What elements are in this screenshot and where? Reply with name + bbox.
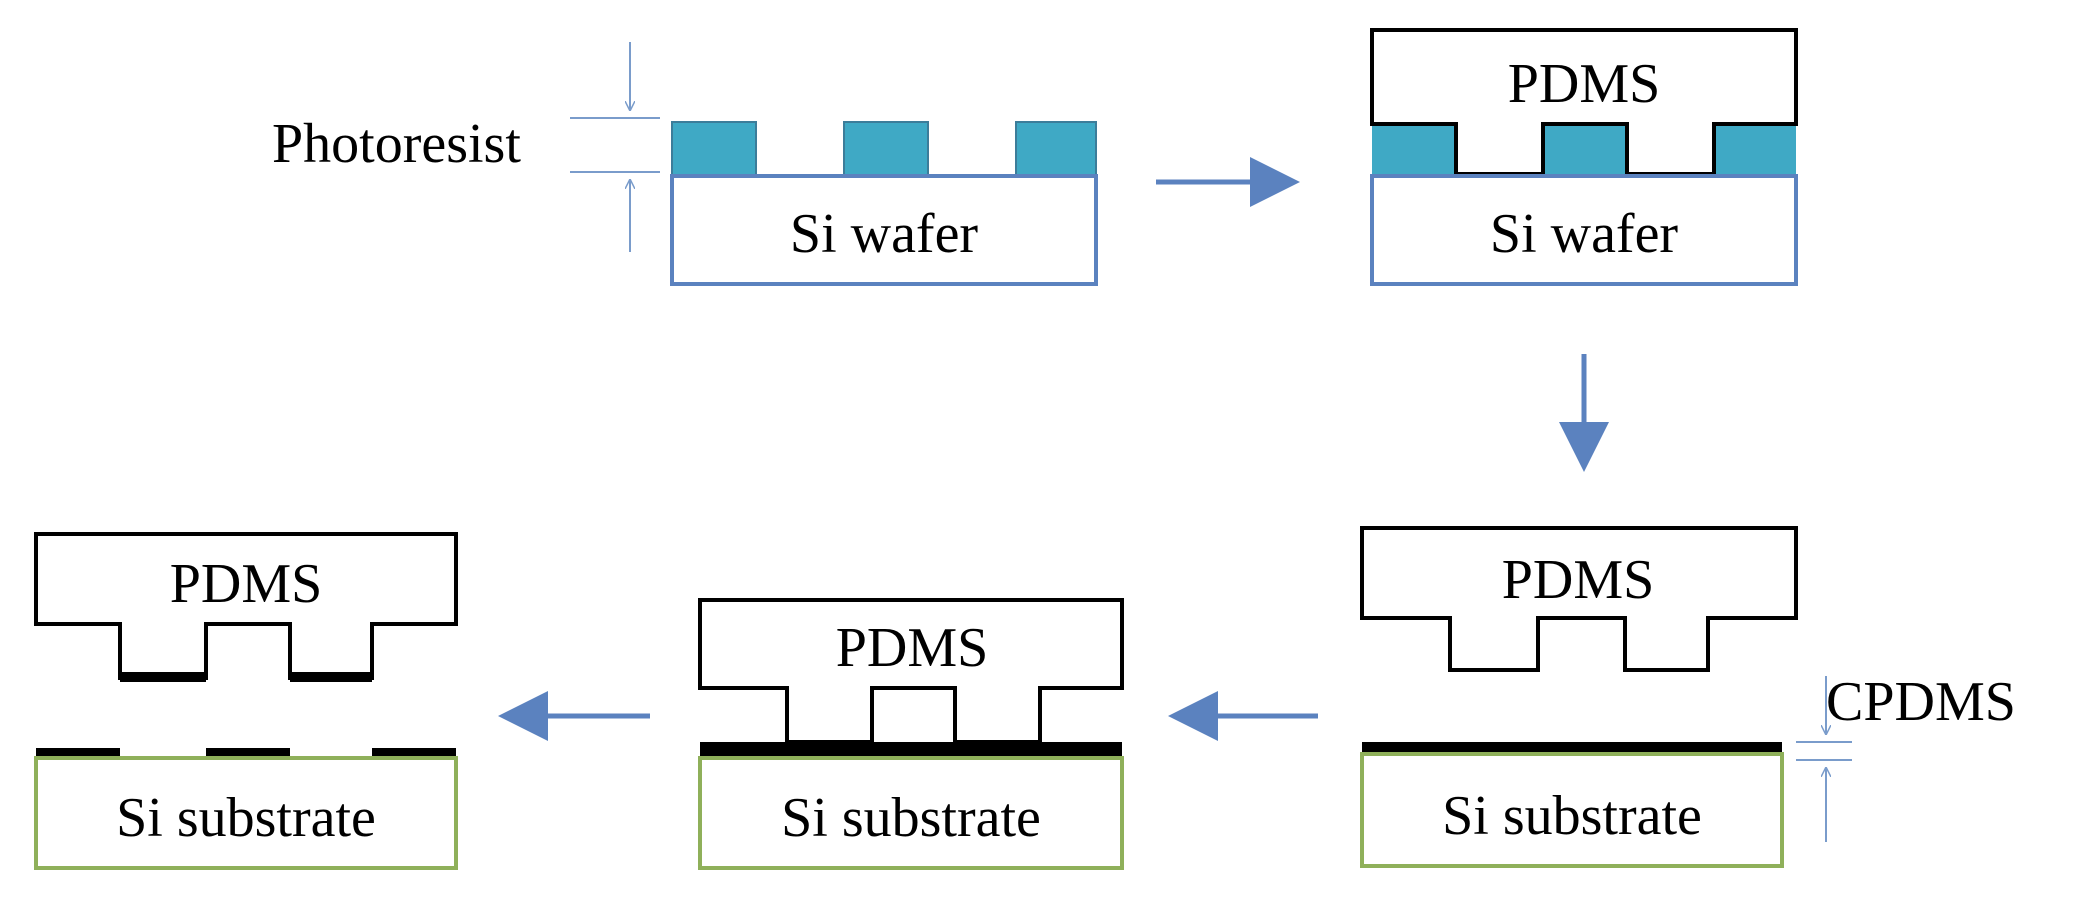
cpdms-pattern-segment [36,748,120,758]
photoresist-label: Photoresist [272,113,521,175]
photoresist-block [1372,126,1456,176]
pdms-mold [1370,28,1798,176]
pdms-label: PDMS [170,553,323,615]
step-3-stamp-and-cpdms-layer: PDMS Si substrate CPDMS [1360,526,2016,868]
cpdms-pattern-segment [372,748,456,758]
cpdms-thickness-marker [1796,676,1852,842]
photoresist-block [843,121,929,177]
photoresist-thickness-marker [570,42,660,252]
step-4-stamp-contact: PDMS Si substrate [698,598,1124,870]
si-substrate-label: Si substrate [116,787,376,849]
cpdms-pattern-segment [206,748,290,758]
pdms-label: PDMS [836,617,989,679]
photoresist-block [671,121,757,177]
si-substrate-label: Si substrate [1442,785,1702,847]
cpdms-label: CPDMS [1826,671,2016,733]
photoresist-block [1714,126,1796,176]
si-substrate-box [34,756,458,870]
photoresist-block [1543,126,1627,176]
cpdms-transferred-segment [120,672,206,682]
cpdms-layer [1362,742,1782,754]
photoresist-block [1015,121,1097,177]
cpdms-layer [700,742,1122,758]
si-substrate-box [698,756,1124,870]
si-wafer-box [670,174,1098,286]
step-1-photoresist-on-wafer: Photoresist Si wafer [272,42,1098,286]
si-wafer-label: Si wafer [1490,203,1679,265]
step-5-patterned-cpdms: PDMS Si substrate [34,532,458,870]
si-wafer-label: Si wafer [790,203,979,265]
si-wafer-box [1370,174,1798,286]
pdms-label: PDMS [1502,549,1655,611]
pdms-stamp [698,598,1124,744]
cpdms-transferred-segment [290,672,372,682]
si-substrate-box [1360,752,1784,868]
pdms-stamp [34,532,458,680]
step-2-pdms-casting: PDMS Si wafer [1370,28,1798,286]
si-substrate-label: Si substrate [781,787,1041,849]
pdms-label: PDMS [1508,53,1661,115]
pdms-stamp [1360,526,1798,672]
